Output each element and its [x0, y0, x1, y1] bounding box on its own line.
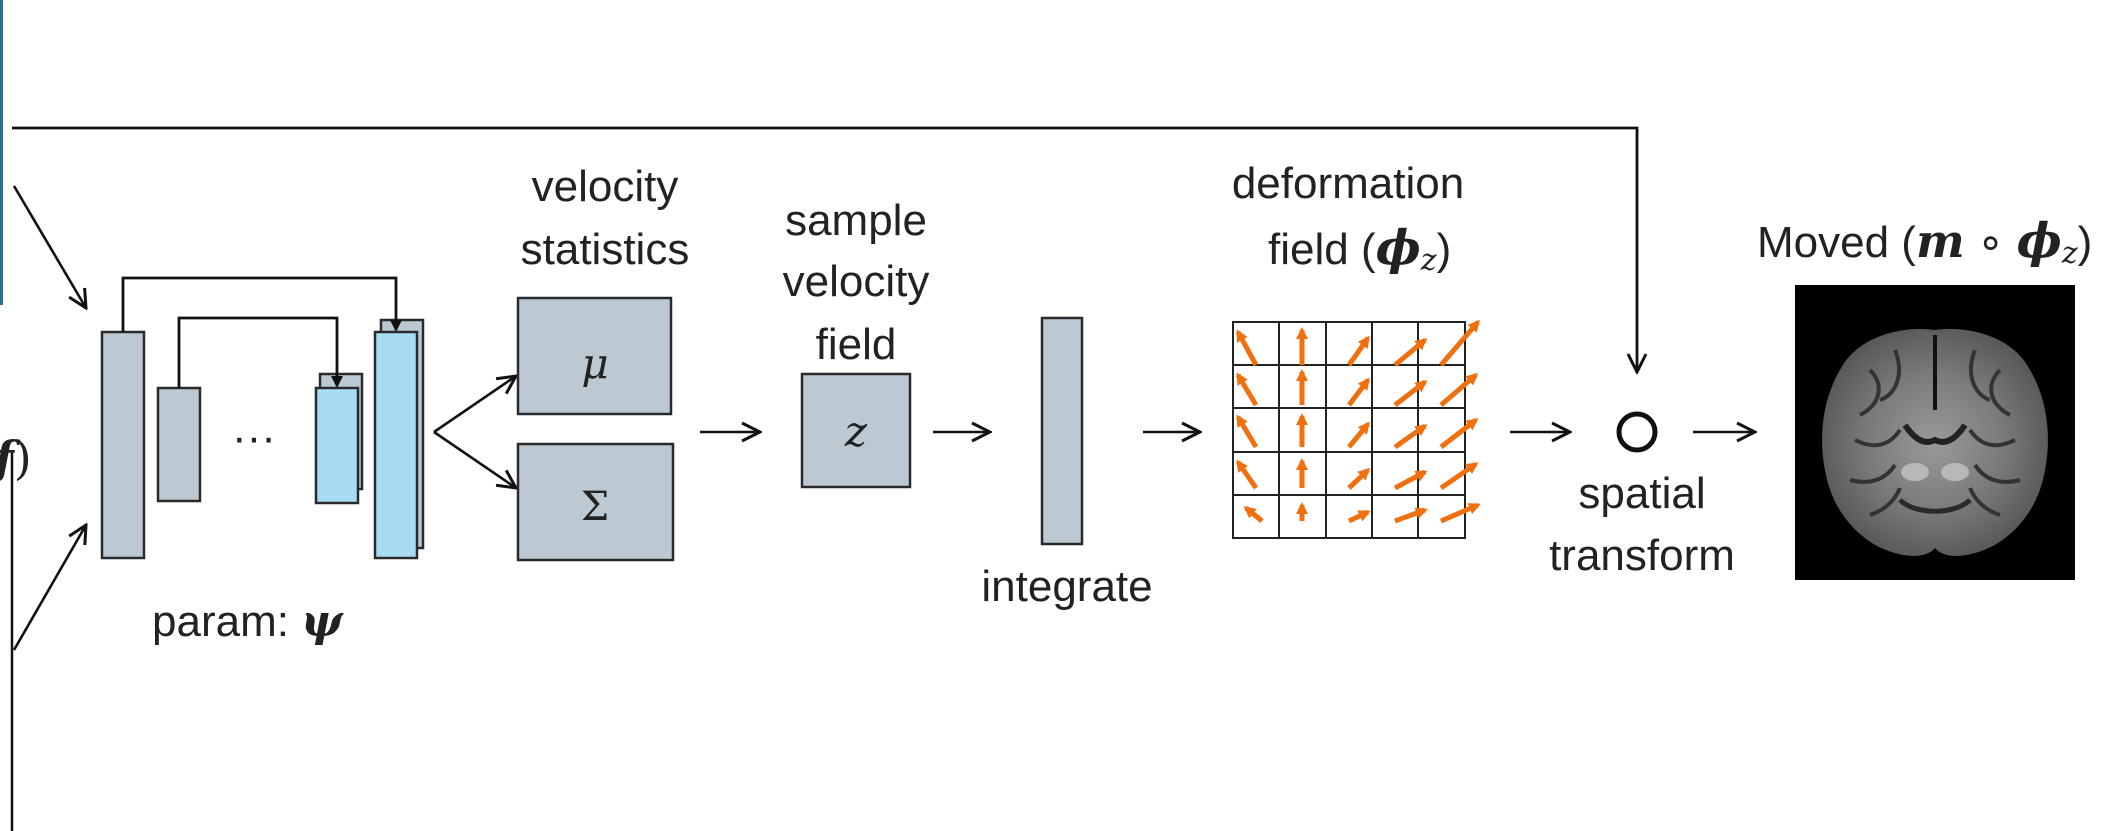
- sample-label-line2: velocity: [783, 257, 930, 306]
- vector-arrow: [1393, 423, 1428, 450]
- vector-arrow: [1346, 335, 1371, 367]
- integrate-layer: [1040, 316, 1084, 546]
- sample-label-line3: field: [816, 320, 897, 369]
- vector-arrow: [1347, 377, 1370, 407]
- vector-arrow: [1440, 502, 1481, 524]
- arrow-to-sigma: [433, 430, 516, 488]
- moved-image: Moved (m ∘ ϕz): [1757, 213, 2092, 580]
- sample-velocity-field: sample velocity field z: [783, 196, 930, 489]
- input-arrow-bottom: [12, 525, 86, 651]
- moved-label: Moved (m ∘ ϕz): [1757, 213, 2092, 271]
- mu-box: [516, 296, 673, 416]
- skip-connection-2: [177, 316, 343, 388]
- velocity-statistics-line2: statistics: [521, 225, 690, 274]
- deformation-field: deformation field (ϕz): [1232, 159, 1481, 539]
- vector-arrow: [1439, 373, 1479, 407]
- moving-image-skip-arrow: [12, 126, 1637, 372]
- decoder-layer-1: [373, 330, 419, 560]
- f-label: f): [0, 431, 32, 485]
- sample-label-line1: sample: [785, 196, 927, 245]
- skip-connection-1: [121, 276, 402, 332]
- vector-arrow: [1394, 507, 1428, 524]
- unet-network: ··· param: ψ: [100, 276, 425, 647]
- arrow-to-mu: [433, 376, 516, 434]
- vector-arrow: [1439, 319, 1480, 367]
- grid-border: [1232, 321, 1466, 539]
- deformation-label-line2: field (ϕz): [1268, 220, 1451, 278]
- spatial-label-line1: spatial: [1578, 469, 1705, 518]
- spatial-transform-node: [1616, 411, 1658, 453]
- deformation-label-line1: deformation: [1232, 159, 1464, 208]
- vector-arrow: [1235, 329, 1259, 367]
- deformation-grid: [1232, 321, 1466, 539]
- left-cropped-panel: f): [0, 0, 86, 831]
- spatial-label-line2: transform: [1549, 531, 1735, 580]
- mu-symbol: μ: [581, 339, 608, 388]
- vector-arrow: [1393, 469, 1428, 491]
- velocity-statistics: velocity statistics μ Σ: [516, 162, 690, 562]
- left-edge-blue-border: [0, 0, 3, 305]
- brain-mri-icon: [1822, 329, 2048, 556]
- vector-arrow: [1393, 380, 1428, 407]
- input-arrow-top: [12, 185, 86, 308]
- sigma-symbol: Σ: [581, 484, 609, 530]
- encoder-layer-2: [156, 386, 202, 503]
- vector-arrow: [1235, 372, 1259, 407]
- param-label: param: ψ: [152, 596, 344, 647]
- vector-arrow: [1347, 509, 1371, 524]
- vector-arrow: [1235, 459, 1259, 490]
- sigma-box: [516, 442, 675, 562]
- vector-arrow: [1235, 414, 1259, 449]
- ellipsis: ···: [232, 413, 276, 462]
- vector-arrow: [1243, 506, 1264, 523]
- decoder-layer-2: [314, 386, 360, 505]
- vector-arrow: [1439, 418, 1479, 449]
- vector-field-arrows: [1235, 319, 1481, 524]
- velocity-statistics-line1: velocity: [532, 162, 679, 211]
- encoder-layer-1: [100, 330, 146, 560]
- vector-arrow: [1347, 421, 1370, 449]
- integrate-block: integrate: [981, 316, 1153, 611]
- z-box: [800, 372, 912, 489]
- z-symbol: z: [844, 407, 868, 456]
- spatial-transform: spatial transform: [1549, 411, 1735, 580]
- vector-arrow: [1439, 461, 1479, 491]
- vector-arrow: [1393, 338, 1428, 367]
- vector-arrow: [1347, 467, 1371, 490]
- integrate-label: integrate: [981, 562, 1152, 611]
